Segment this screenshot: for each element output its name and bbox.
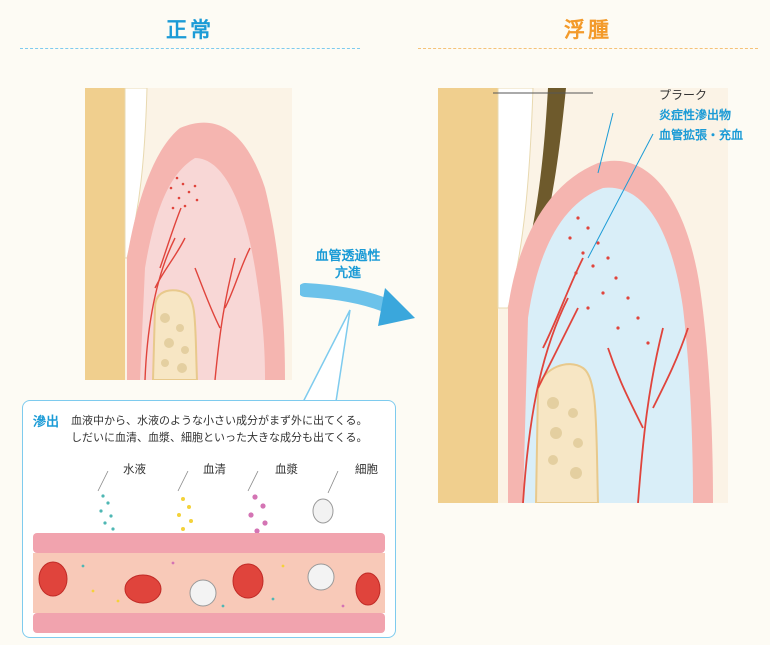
edema-gum-illustration <box>438 88 728 503</box>
normal-heading-divider <box>20 48 360 49</box>
exudation-callout: 滲出 血液中から、水液のような小さい成分がまず外に出てくる。 しだいに血清、血漿… <box>22 400 396 638</box>
edema-heading: 浮腫 <box>564 18 612 42</box>
vascular-permeability-label: 血管透過性 亢進 <box>308 248 388 282</box>
serum-label: 血清 <box>203 462 226 476</box>
plaque-label: プラーク <box>659 88 708 102</box>
arrow-label-line2: 亢進 <box>334 266 361 281</box>
vessel-wall-illustration <box>33 471 385 633</box>
permeability-arrow <box>300 283 415 326</box>
edema-heading-divider <box>418 48 758 49</box>
exudation-text-2: しだいに血清、血漿、細胞といった大きな成分も出てくる。 <box>71 431 368 444</box>
exudation-text-1: 血液中から、水液のような小さい成分がまず外に出てくる。 <box>71 414 368 427</box>
cells-label: 細胞 <box>355 462 378 476</box>
arrow-label-line1: 血管透過性 <box>315 249 381 264</box>
water-label: 水液 <box>123 462 146 476</box>
vasodilation-label: 血管拡張・充血 <box>659 128 744 142</box>
callout-pointer <box>299 309 351 409</box>
exudation-title: 滲出 <box>33 415 60 430</box>
normal-gum-illustration <box>85 88 292 380</box>
inflammatory-exudate-label: 炎症性滲出物 <box>659 108 732 122</box>
normal-heading: 正常 <box>166 18 214 42</box>
plasma-label: 血漿 <box>275 462 298 476</box>
